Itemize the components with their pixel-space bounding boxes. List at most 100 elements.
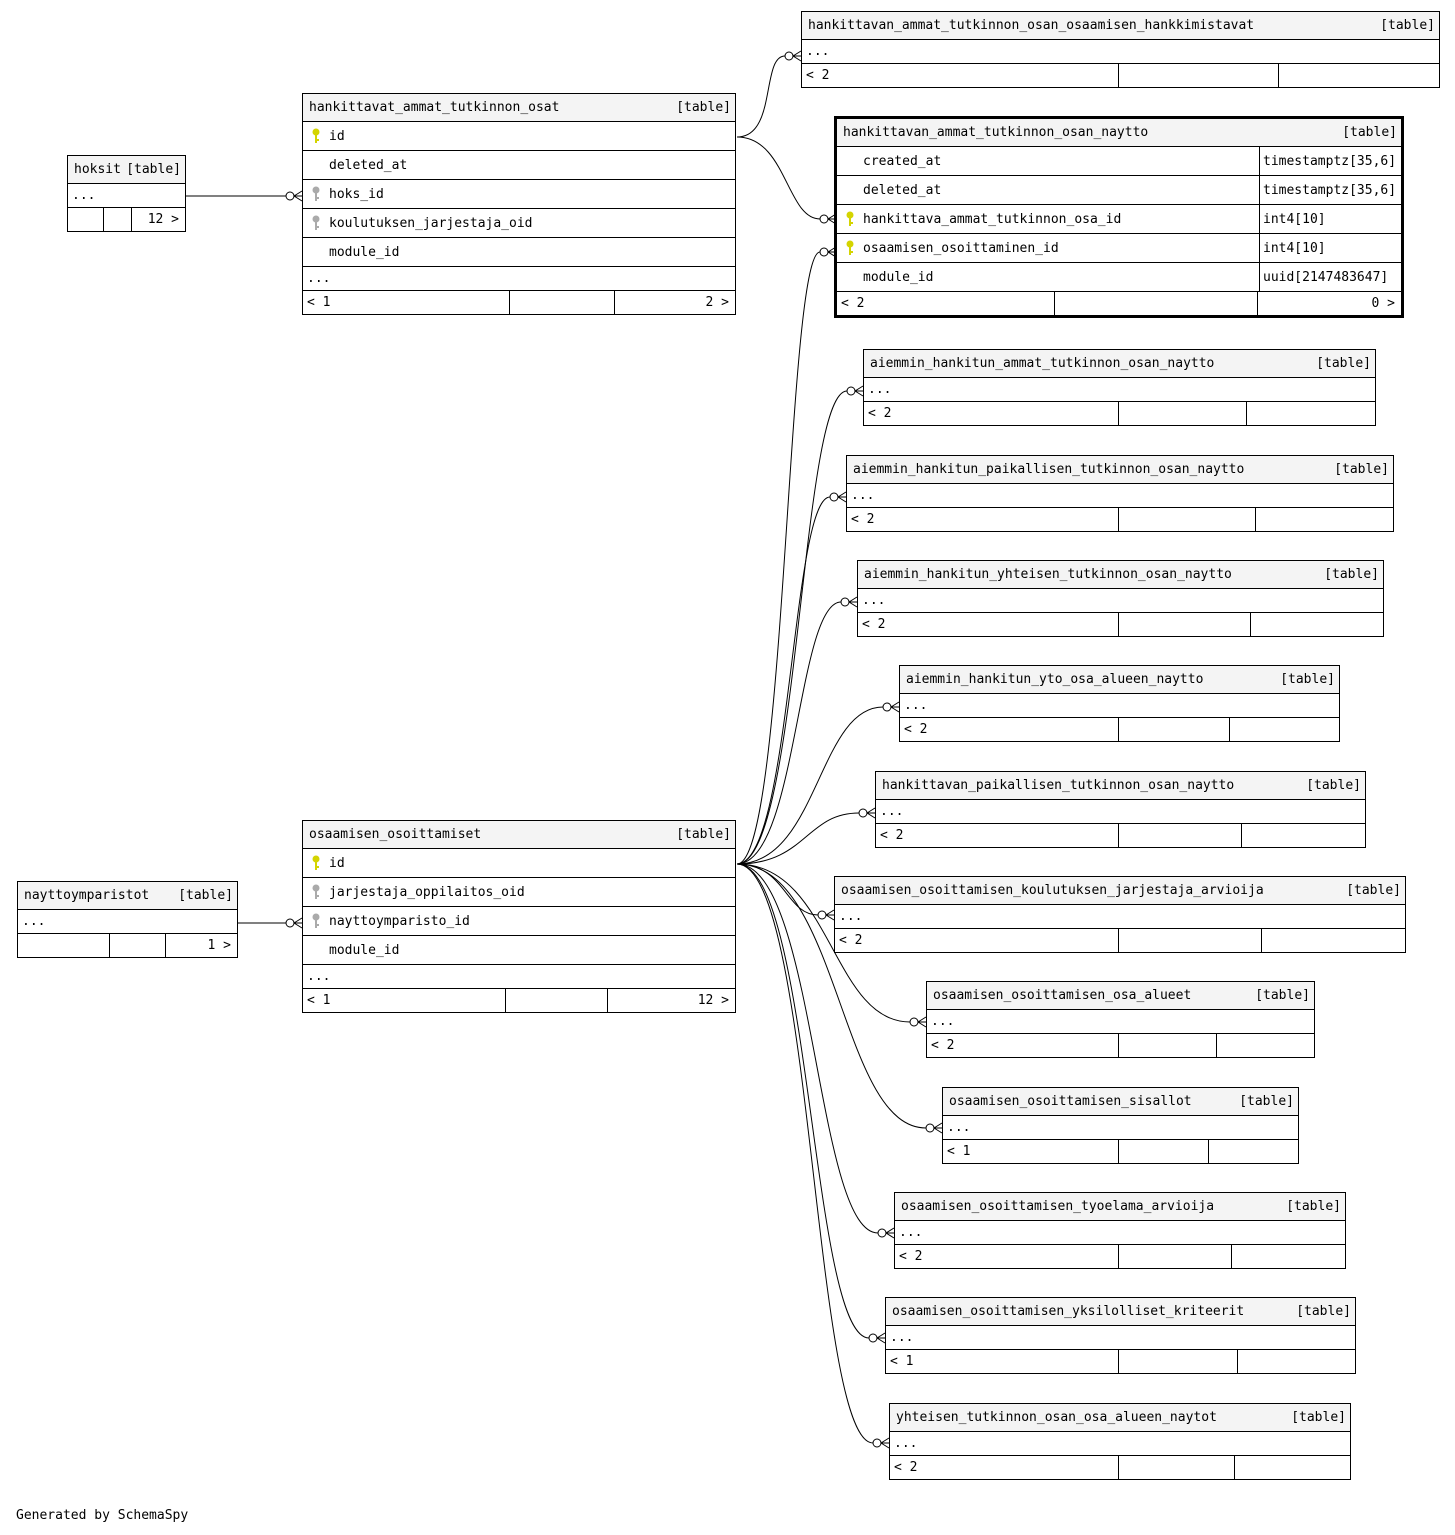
children-count[interactable]: [1256, 508, 1393, 531]
edge-oo-kriteerit: [736, 863, 886, 1344]
parents-count[interactable]: < 2: [858, 613, 1119, 636]
children-count[interactable]: 2 >: [705, 295, 729, 310]
children-count[interactable]: [1209, 1140, 1298, 1163]
parents-count[interactable]: < 2: [890, 1456, 1119, 1479]
table-name: hankittavat_ammat_tutkinnon_osat: [309, 100, 560, 115]
column-row[interactable]: jarjestaja_oppilaitos_oid: [303, 878, 735, 907]
table-aiemmin-hankitun-yhteisen-tutkinnon-osan-naytto[interactable]: aiemmin_hankitun_yhteisen_tutkinnon_osan…: [857, 560, 1384, 637]
column-name: module_id: [863, 269, 934, 285]
column-row[interactable]: module_id uuid[2147483647]: [837, 263, 1401, 292]
parents-count[interactable]: < 2: [837, 292, 1055, 315]
table-hankittavat-ammat-tutkinnon-osat[interactable]: hankittavat_ammat_tutkinnon_osat[table] …: [302, 93, 736, 315]
parents-count[interactable]: < 2: [876, 824, 1119, 847]
edge-oo-ahyto-naytto: [736, 701, 900, 865]
column-name: koulutuksen_jarjestaja_oid: [329, 215, 533, 231]
table-osaamisen-osoittamisen-osa-alueet[interactable]: osaamisen_osoittamisen_osa_alueet[table]…: [926, 981, 1315, 1058]
foreign-key-icon: [303, 884, 329, 900]
parents-count[interactable]: < 2: [864, 402, 1119, 425]
table-tag: [table]: [1334, 462, 1389, 477]
parents-count[interactable]: < 2: [900, 718, 1119, 741]
table-name: hoksit: [74, 162, 121, 177]
column-row[interactable]: nayttoymparisto_id: [303, 907, 735, 936]
children-count[interactable]: 1 >: [207, 938, 231, 953]
edge-oo-ahy-naytto: [736, 596, 858, 865]
primary-key-icon: [837, 211, 863, 227]
table-nayttoymparistot[interactable]: nayttoymparistot[table] ... 1 >: [17, 881, 238, 958]
parents-count[interactable]: < 2: [802, 64, 1119, 87]
parents-count[interactable]: < 2: [835, 929, 1119, 952]
parents-count[interactable]: [68, 208, 104, 231]
rows-count: [1119, 1140, 1209, 1163]
children-count[interactable]: 12 >: [697, 993, 729, 1008]
column-row[interactable]: deleted_at: [303, 151, 735, 180]
table-hankittavan-ammat-tutkinnon-osan-naytto[interactable]: hankittavan_ammat_tutkinnon_osan_naytto[…: [834, 116, 1404, 318]
parents-count[interactable]: < 2: [927, 1034, 1119, 1057]
children-count[interactable]: [1217, 1034, 1314, 1057]
rows-count: [104, 208, 132, 231]
table-aiemmin-hankitun-ammat-tutkinnon-osan-naytto[interactable]: aiemmin_hankitun_ammat_tutkinnon_osan_na…: [863, 349, 1376, 426]
table-name: osaamisen_osoittamisen_sisallot: [949, 1094, 1192, 1109]
columns-ellipsis: ...: [943, 1116, 1298, 1140]
table-tag: [table]: [126, 162, 181, 177]
table-tag: [table]: [1280, 672, 1335, 687]
column-row[interactable]: hoks_id: [303, 180, 735, 209]
table-osaamisen-osoittamisen-yksilolliset-kriteerit[interactable]: osaamisen_osoittamisen_yksilolliset_krit…: [885, 1297, 1356, 1374]
parents-count[interactable]: < 2: [847, 508, 1119, 531]
edge-oo-naytto: [736, 246, 837, 865]
children-count[interactable]: [1235, 1456, 1350, 1479]
column-name: nayttoymparisto_id: [329, 913, 470, 929]
parents-count[interactable]: < 1: [303, 291, 510, 314]
parents-count[interactable]: < 2: [895, 1245, 1119, 1268]
children-count[interactable]: [1251, 613, 1383, 636]
column-row[interactable]: id: [303, 122, 735, 151]
children-count[interactable]: [1242, 824, 1365, 847]
parents-count[interactable]: < 1: [943, 1140, 1119, 1163]
column-row[interactable]: id: [303, 849, 735, 878]
table-tag: [table]: [178, 888, 233, 903]
edge-oo-aht-naytto: [736, 385, 864, 865]
table-hankkimistavat[interactable]: hankittavan_ammat_tutkinnon_osan_osaamis…: [801, 11, 1440, 88]
column-type: uuid[2147483647]: [1259, 263, 1401, 291]
children-count[interactable]: 12 >: [147, 212, 179, 227]
table-aiemmin-hankitun-paikallisen-tutkinnon-osan-naytto[interactable]: aiemmin_hankitun_paikallisen_tutkinnon_o…: [846, 455, 1394, 532]
parents-count[interactable]: < 1: [303, 989, 506, 1012]
table-tag: [table]: [1380, 18, 1435, 33]
column-row[interactable]: module_id: [303, 936, 735, 965]
children-count[interactable]: 0 >: [1371, 296, 1395, 311]
table-name: osaamisen_osoittamiset: [309, 827, 482, 842]
table-osaamisen-osoittamisen-koulutuksen-jarjestaja-arvioija[interactable]: osaamisen_osoittamisen_koulutuksen_jarje…: [834, 876, 1406, 953]
children-count[interactable]: [1262, 929, 1405, 952]
table-aiemmin-hankitun-yto-osa-alueen-naytto[interactable]: aiemmin_hankitun_yto_osa_alueen_naytto[t…: [899, 665, 1340, 742]
generated-by-footer: Generated by SchemaSpy: [16, 1508, 189, 1523]
table-hoksit[interactable]: hoksit[table] ... 12 >: [67, 155, 186, 232]
columns-ellipsis: ...: [835, 905, 1405, 929]
table-name: osaamisen_osoittamisen_koulutuksen_jarje…: [841, 883, 1264, 898]
children-count[interactable]: [1279, 64, 1439, 87]
columns-ellipsis: ...: [886, 1326, 1355, 1350]
primary-key-icon: [837, 240, 863, 256]
children-count[interactable]: [1232, 1245, 1345, 1268]
table-hankittavan-paikallisen-tutkinnon-osan-naytto[interactable]: hankittavan_paikallisen_tutkinnon_osan_n…: [875, 771, 1366, 848]
children-count[interactable]: [1230, 718, 1339, 741]
edge-hato-naytto: [736, 136, 837, 225]
table-osaamisen-osoittamisen-sisallot[interactable]: osaamisen_osoittamisen_sisallot[table] .…: [942, 1087, 1299, 1164]
columns-ellipsis: ...: [802, 40, 1439, 64]
children-count[interactable]: [1247, 402, 1375, 425]
edge-oo-osa-alueet: [736, 863, 927, 1028]
children-count[interactable]: [1238, 1350, 1355, 1373]
column-row[interactable]: koulutuksen_jarjestaja_oid: [303, 209, 735, 238]
table-osaamisen-osoittamiset[interactable]: osaamisen_osoittamiset[table] id jarjest…: [302, 820, 736, 1013]
parents-count[interactable]: [18, 934, 110, 957]
parents-count[interactable]: < 1: [886, 1350, 1119, 1373]
table-osaamisen-osoittamisen-tyoelama-arvioija[interactable]: osaamisen_osoittamisen_tyoelama_arvioija…: [894, 1192, 1346, 1269]
column-row[interactable]: module_id: [303, 238, 735, 267]
table-name: hankittavan_ammat_tutkinnon_osan_naytto: [843, 125, 1149, 140]
table-yhteisen-tutkinnon-osan-osa-alueen-naytot[interactable]: yhteisen_tutkinnon_osan_osa_alueen_nayto…: [889, 1403, 1351, 1480]
rows-count: [510, 291, 615, 314]
table-name: aiemmin_hankitun_yhteisen_tutkinnon_osan…: [864, 567, 1232, 582]
